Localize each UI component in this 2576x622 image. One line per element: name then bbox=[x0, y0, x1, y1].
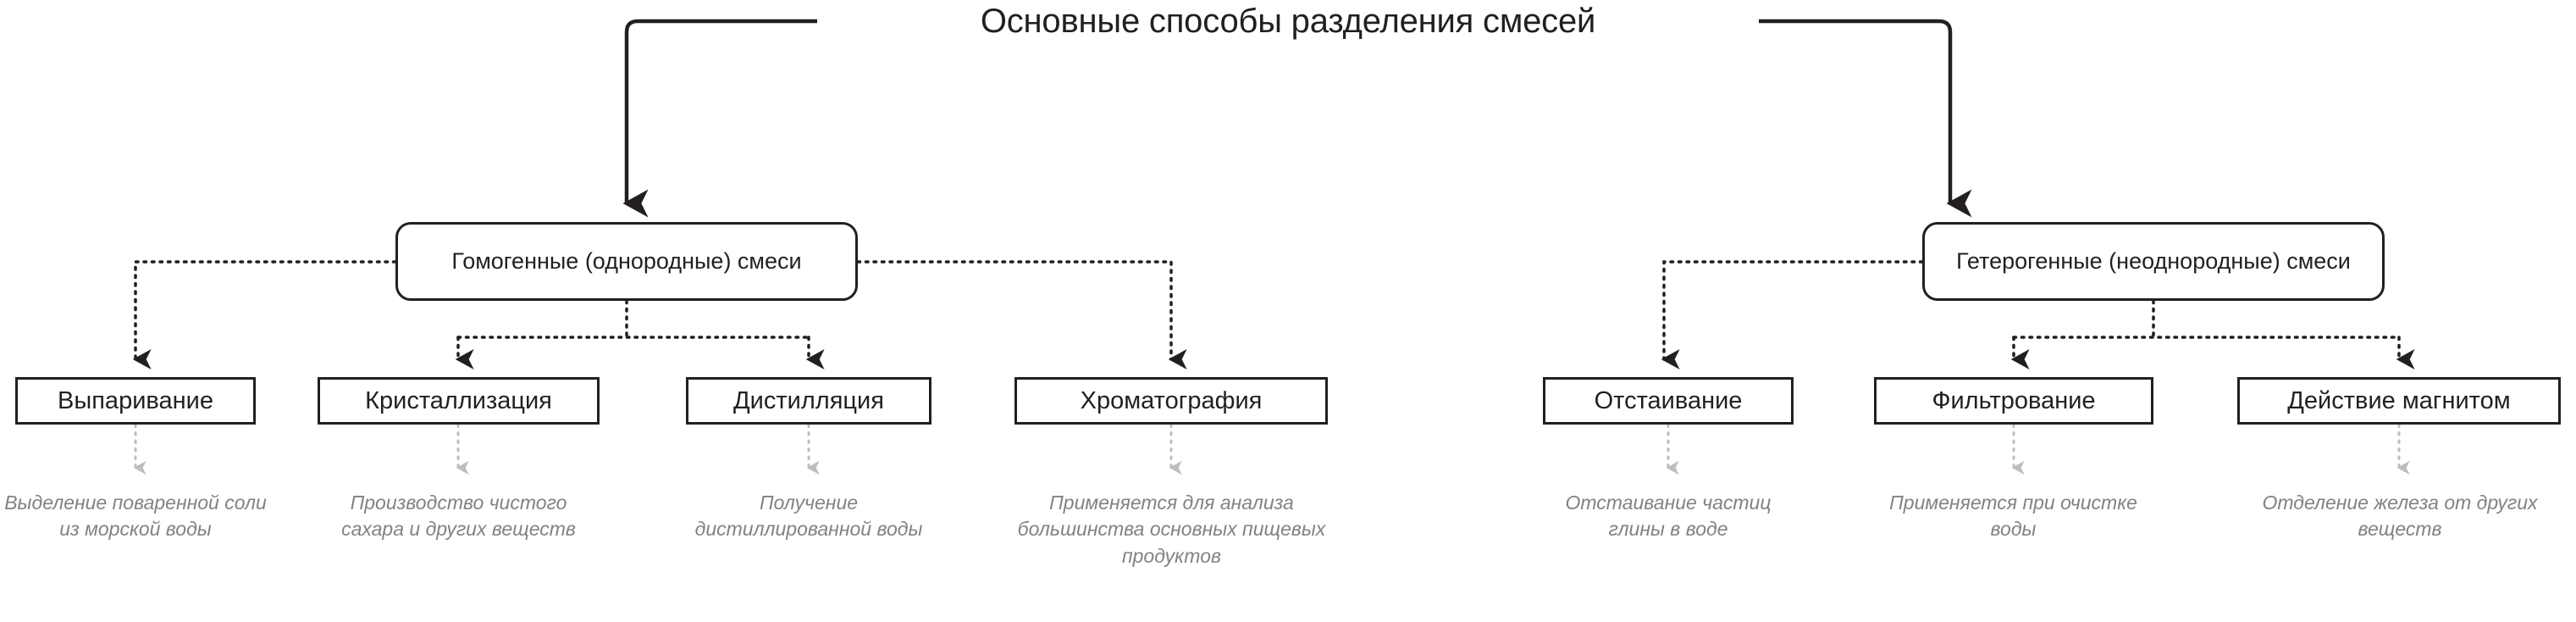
method-box-evaporation[interactable]: Выпаривание bbox=[15, 377, 256, 425]
category-box-homogeneous[interactable]: Гомогенные (однородные) смеси bbox=[395, 222, 858, 301]
method-box-filtration[interactable]: Фильтрование bbox=[1874, 377, 2153, 425]
category-label-heterogeneous: Гетерогенные (неоднородные) смеси bbox=[1956, 248, 2351, 275]
method-box-settling[interactable]: Отстаивание bbox=[1543, 377, 1794, 425]
connector-homogeneous-to-chromatography bbox=[856, 260, 1187, 370]
connector-root-to-homogeneous bbox=[622, 19, 817, 218]
method-label-magnet: Действие магнитом bbox=[2287, 386, 2511, 414]
method-box-crystallization[interactable]: Кристаллизация bbox=[318, 377, 600, 425]
method-box-chromatography[interactable]: Хроматография bbox=[1014, 377, 1328, 425]
method-caption-magnet: Отделение железа от других веществ bbox=[2262, 491, 2538, 541]
category-label-homogeneous: Гомогенные (однородные) смеси bbox=[451, 248, 802, 275]
method-label-filtration: Фильтрование bbox=[1932, 386, 2096, 414]
category-box-heterogeneous[interactable]: Гетерогенные (неоднородные) смеси bbox=[1922, 222, 2385, 301]
method-box-distillation[interactable]: Дистилляция bbox=[686, 377, 931, 425]
method-caption-evaporation: Выделение поваренной соли из морской вод… bbox=[4, 491, 267, 541]
method-box-magnet[interactable]: Действие магнитом bbox=[2237, 377, 2561, 425]
method-caption-settling: Отстаивание частиц глины в воде bbox=[1565, 491, 1772, 541]
method-label-chromatography: Хроматография bbox=[1080, 386, 1263, 414]
method-caption-filtration: Применяется при очистке воды bbox=[1889, 491, 2137, 541]
connector-homogeneous-to-evaporation bbox=[132, 260, 397, 370]
method-label-evaporation: Выпаривание bbox=[58, 386, 213, 414]
method-label-crystallization: Кристаллизация bbox=[365, 386, 552, 414]
method-caption-chromatography: Применяется для анализа большинства осно… bbox=[1017, 491, 1326, 567]
method-caption-distillation: Получение дистиллированной воды bbox=[694, 491, 923, 541]
diagram-title: Основные способы разделения смесей bbox=[980, 2, 1596, 40]
connector-root-to-heterogeneous bbox=[1759, 19, 1972, 218]
method-caption-crystallization: Производство чистого сахара и других вещ… bbox=[341, 491, 576, 541]
method-label-distillation: Дистилляция bbox=[733, 386, 884, 414]
connector-heterogeneous-to-settling bbox=[1661, 260, 1924, 370]
method-label-settling: Отстаивание bbox=[1594, 386, 1743, 414]
